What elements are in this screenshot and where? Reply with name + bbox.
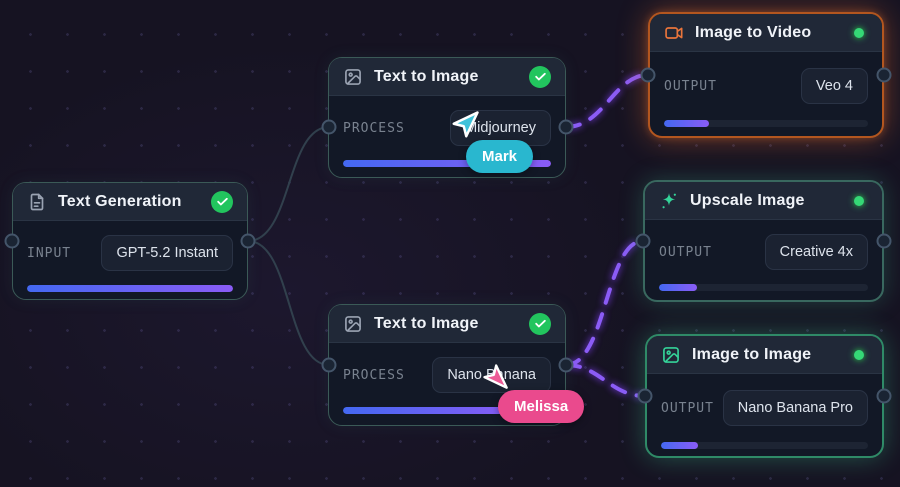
node-body: OUTPUT Creative 4x [645,220,882,305]
port-upscale-in[interactable] [635,233,651,249]
edge-tti-top-to-video[interactable] [564,73,650,129]
cursor-label-melissa: Melissa [498,390,585,423]
node-header[interactable]: Text Generation [13,183,247,221]
port-tti-top-in[interactable] [321,119,337,135]
port-tti-top-out[interactable] [558,119,574,135]
port-textgen-out[interactable] [240,233,256,249]
port-tti-bottom-out[interactable] [558,357,574,373]
status-check-icon [529,312,551,335]
progress-bar [343,407,551,414]
io-label: PROCESS [343,120,405,136]
port-textgen-in[interactable] [4,233,20,249]
status-check-icon [211,190,233,213]
node-header[interactable]: Text to Image [329,58,565,96]
node-text-generation[interactable]: Text Generation INPUT GPT-5.2 Instant [12,182,248,300]
status-dot [854,349,864,360]
progress-bar [27,285,233,292]
node-title: Image to Image [692,345,812,363]
node-header[interactable]: Image to Image [647,336,882,374]
model-select[interactable]: Creative 4x [764,234,868,270]
node-header[interactable]: Image to Video [650,14,882,52]
port-video-out[interactable] [876,67,892,83]
io-label: OUTPUT [664,78,717,94]
io-label: PROCESS [343,367,405,383]
progress-bar [659,284,868,291]
node-title: Image to Video [695,23,812,41]
progress-bar [664,120,868,127]
node-title: Text Generation [58,192,182,210]
port-tti-bottom-in[interactable] [321,357,337,373]
edge-tti-bottom-to-i2i[interactable] [564,363,647,398]
node-title: Text to Image [374,67,479,85]
edge-textgen-to-tti-top[interactable] [247,126,330,242]
node-body: PROCESS Midjourney [329,96,565,181]
image-icon [345,315,361,332]
model-select[interactable]: Nano Banana Pro [722,390,868,426]
edge-tti-bottom-to-upscale[interactable] [564,239,645,367]
progress-fill [343,407,520,414]
io-label: OUTPUT [659,244,712,260]
edge-textgen-to-tti-bottom[interactable] [247,240,330,366]
sparkles-icon [662,192,676,208]
progress-bar [661,442,868,449]
node-title: Upscale Image [690,191,805,209]
cursor-label-mark: Mark [466,140,534,173]
progress-fill [659,284,697,291]
progress-bar [343,160,551,167]
progress-fill [27,285,233,292]
port-i2i-in[interactable] [637,388,653,404]
file-text-icon [30,193,44,210]
progress-fill [664,120,709,127]
model-select[interactable]: Veo 4 [800,68,868,104]
image-icon [663,346,679,363]
node-image-to-image[interactable]: Image to Image OUTPUT Nano Banana Pro [645,334,884,458]
image-icon [345,68,361,85]
node-image-to-video[interactable]: Image to Video OUTPUT Veo 4 [648,12,884,138]
port-upscale-out[interactable] [876,233,892,249]
node-upscale-image[interactable]: Upscale Image OUTPUT Creative 4x [643,180,884,302]
port-video-in[interactable] [640,67,656,83]
status-dot [854,195,864,206]
cursor-mark-icon [452,111,479,138]
progress-fill [661,442,699,449]
node-header[interactable]: Upscale Image [645,182,882,220]
model-select[interactable]: GPT-5.2 Instant [101,235,233,271]
status-check-icon [529,65,551,88]
cursor-melissa-icon [483,364,508,389]
io-label: OUTPUT [661,400,714,416]
node-body: OUTPUT Veo 4 [650,52,882,141]
node-header[interactable]: Text to Image [329,305,565,343]
node-body: INPUT GPT-5.2 Instant [13,221,247,306]
status-dot [854,27,864,38]
node-body: OUTPUT Nano Banana Pro [647,374,882,463]
io-label: INPUT [27,245,72,261]
video-camera-icon [665,26,683,39]
progress-fill [343,160,551,167]
node-title: Text to Image [374,314,479,332]
port-i2i-out[interactable] [876,388,892,404]
